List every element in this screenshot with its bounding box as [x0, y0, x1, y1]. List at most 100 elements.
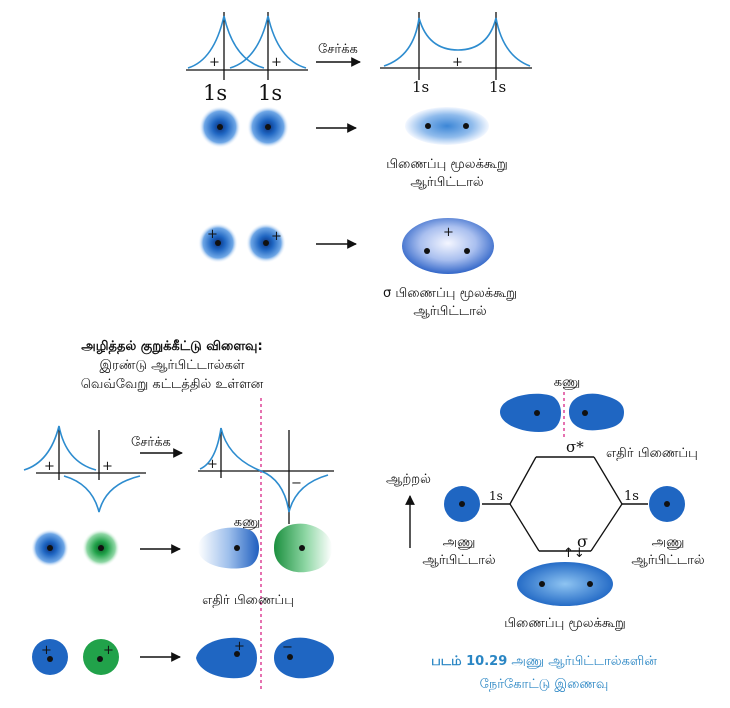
node-label: கணு	[234, 515, 261, 530]
antibonding-mo-lobe-left	[500, 393, 561, 432]
sigma-mo-label: ஆர்பிட்டால்	[413, 304, 487, 319]
plus-sign: +	[44, 459, 55, 474]
plus-sign: +	[207, 227, 218, 242]
atomic-orbital-label-left: அணு	[443, 535, 476, 550]
energy-level-diagram: கணு σ* எதிர் பிணைப்பு ஆற்றல் 1s 1s ↑↓ σ …	[386, 375, 705, 631]
antibonding-label: எதிர் பிணைப்பு	[606, 446, 698, 461]
nucleus-dot	[265, 124, 271, 130]
top-combine-arrow: சேர்க்க	[316, 42, 361, 67]
nucleus-dot	[534, 410, 540, 416]
out-of-phase-wavefunction-right: + − கணு	[198, 427, 334, 530]
title-line: இரண்டு ஆர்பிட்டால்கள்	[99, 358, 244, 373]
nucleus-dot	[425, 123, 431, 129]
antibonding-label: எதிர் பிணைப்பு	[202, 593, 294, 608]
wave-curve-2	[229, 15, 307, 69]
plus-sign: +	[234, 639, 245, 654]
plus-sign: +	[452, 55, 463, 70]
plus-sign: +	[41, 643, 52, 658]
antibonding-lobe-left	[196, 637, 257, 679]
nucleus-dot	[587, 581, 593, 587]
plus-sign: +	[271, 55, 282, 70]
nucleus-dot	[97, 656, 103, 662]
orbital-label-1s: 1s	[258, 81, 282, 105]
nucleus-dot	[98, 545, 104, 551]
in-phase-orbitals-row: பிணைப்பு மூலக்கூறு ஆர்பிட்டால்	[199, 106, 508, 190]
caption-line: படம் 10.29 அணு ஆர்பிட்டால்களின்	[431, 654, 657, 669]
nucleus-dot	[299, 545, 305, 551]
electron-pair: ↑↓	[563, 546, 585, 561]
out-of-phase-orbitals-row: எதிர் பிணைப்பு	[31, 523, 332, 608]
wave-curve-1	[187, 15, 265, 69]
combine-label: சேர்க்க	[318, 42, 358, 57]
wave-curve-positive	[23, 425, 97, 471]
plus-sign: +	[271, 229, 282, 244]
bottom-combine-arrow: சேர்க்க	[131, 435, 183, 458]
nucleus-dot	[424, 248, 430, 254]
antibonding-mo-lobe-right	[569, 393, 624, 431]
nucleus-dot	[234, 545, 240, 551]
wave-curve-difference	[199, 427, 329, 513]
title-line: வெவ்வேறு கட்டத்தில் உள்ளன	[81, 377, 264, 392]
bonding-mo-label: பிணைப்பு மூலக்கூறு	[386, 157, 508, 172]
plus-sign: +	[207, 457, 218, 472]
correlation-line	[509, 503, 540, 552]
atomic-orbital-label-right: ஆர்பிட்டால்	[631, 553, 705, 568]
nucleus-dot	[464, 248, 470, 254]
sigma-bonding-row: + + + σ பிணைப்பு மூலக்கூறு ஆர்பிட்டால்	[198, 218, 517, 319]
ao-label-right: 1s	[624, 489, 639, 504]
sigma-star-label: σ*	[566, 438, 584, 456]
antibonding-lobe-right	[274, 637, 334, 679]
nucleus-dot	[463, 123, 469, 129]
orbital-label-1s: 1s	[203, 81, 227, 105]
correlation-line	[590, 503, 623, 552]
wave-curve-negative	[63, 475, 141, 513]
minus-sign: −	[291, 476, 302, 491]
title-line: அழித்தல் குறுக்கீட்டு விளைவு:	[81, 338, 262, 354]
antibonding-lobe-blue	[198, 527, 259, 569]
figure-number: படம் 10.29	[431, 654, 507, 669]
plus-sign: +	[443, 225, 454, 240]
bonding-mo-label: பிணைப்பு மூலக்கூறு	[504, 616, 626, 631]
out-of-phase-wavefunction-left: + +	[23, 425, 146, 513]
nucleus-dot	[539, 581, 545, 587]
nucleus-dot	[582, 410, 588, 416]
correlation-line	[593, 456, 623, 505]
nucleus-dot	[263, 240, 269, 246]
nucleus-dot	[459, 501, 465, 507]
node-label: கணு	[554, 375, 581, 390]
caption-text: அணு ஆர்பிட்டால்களின்	[507, 654, 657, 669]
nucleus-dot	[234, 651, 240, 657]
correlation-line	[509, 456, 537, 505]
bonding-mo-label: ஆர்பிட்டால்	[410, 175, 484, 190]
minus-sign: −	[282, 640, 293, 655]
atomic-orbital-label-right: அணு	[652, 535, 685, 550]
plus-sign: +	[209, 55, 220, 70]
bonding-mo-shape	[517, 562, 613, 606]
destructive-interference-title: அழித்தல் குறுக்கீட்டு விளைவு: இரண்டு ஆர்…	[81, 338, 264, 392]
sigma-mo-shape	[402, 218, 494, 274]
orbital-label-1s: 1s	[412, 78, 429, 96]
plus-sign: +	[102, 459, 113, 474]
top-wavefunction-left: + + 1s 1s	[186, 12, 308, 105]
sigma-mo-label: σ பிணைப்பு மூலக்கூறு	[383, 286, 517, 301]
caption-line: நேர்கோட்டு இணைவு	[480, 677, 609, 692]
nucleus-dot	[664, 501, 670, 507]
sigma-label: σ	[577, 532, 588, 551]
out-of-phase-signed-row: + + + −	[32, 637, 334, 679]
orbital-label-1s: 1s	[489, 78, 506, 96]
nucleus-dot	[47, 656, 53, 662]
atomic-orbital-label-left: ஆர்பிட்டால்	[422, 553, 496, 568]
energy-axis-label: ஆற்றல்	[386, 472, 431, 487]
nucleus-dot	[215, 240, 221, 246]
combine-label: சேர்க்க	[131, 435, 171, 450]
ao-label-left: 1s	[489, 489, 503, 503]
bonding-mo-shape	[405, 107, 489, 145]
nucleus-dot	[217, 124, 223, 130]
top-wavefunction-right: + 1s 1s	[380, 12, 532, 96]
wave-curve-sum	[383, 17, 531, 67]
figure-caption: படம் 10.29 அணு ஆர்பிட்டால்களின் நேர்கோட்…	[431, 654, 657, 692]
plus-sign: +	[103, 643, 114, 658]
nucleus-dot	[287, 654, 293, 660]
nucleus-dot	[47, 545, 53, 551]
